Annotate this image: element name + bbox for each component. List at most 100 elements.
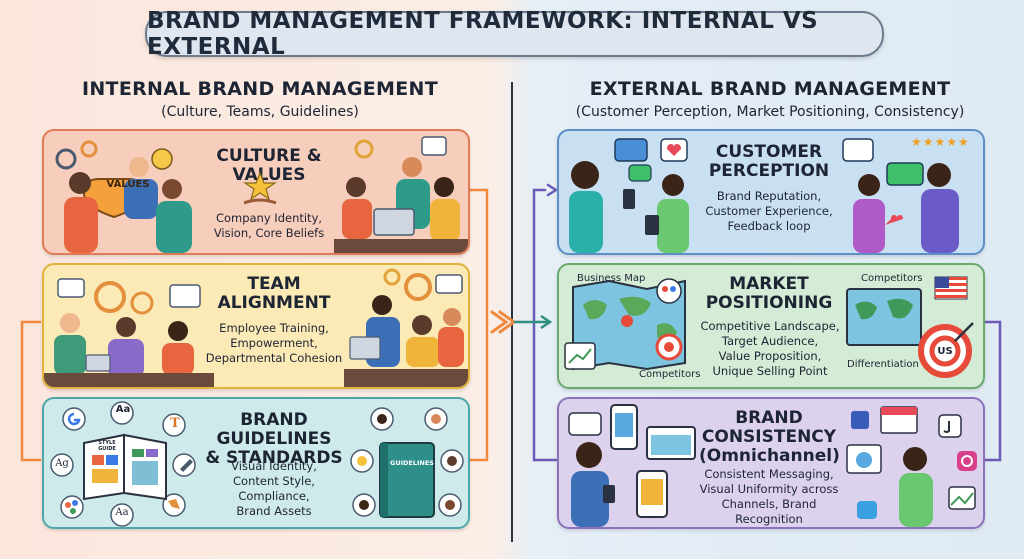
monitor-icon [350, 337, 380, 359]
typography-sample: Aa [114, 404, 132, 415]
panel-desc-market-positioning: Competitive Landscape, Target Audience, … [695, 319, 845, 379]
heart-icon [885, 215, 903, 225]
location-pin-icon [621, 315, 633, 327]
title-line: POSITIONING [699, 294, 839, 313]
desc-line: Consistent Messaging, [689, 467, 849, 482]
desc-line: Visual Identity, [204, 459, 344, 474]
rating-bubble-icon [887, 163, 923, 185]
chat-bubble-icon [615, 139, 647, 161]
gear-icon [57, 150, 75, 168]
desc-line: Compliance, [204, 489, 344, 504]
lightbulb-icon [385, 270, 399, 284]
chat-bubble-icon [569, 413, 601, 435]
panel-title-market-positioning: MARKET POSITIONING [699, 275, 839, 313]
flow-arrow-chevron [492, 312, 514, 332]
bar-chart-icon [170, 285, 200, 307]
chat-bubble-icon [629, 165, 651, 181]
desc-line: Brand Reputation, [699, 189, 839, 204]
desc-line: Competitive Landscape, [695, 319, 845, 334]
title-line: (Omnichannel) [699, 447, 839, 466]
panel-desc-customer-perception: Brand Reputation, Customer Experience, F… [699, 189, 839, 234]
panel-title-brand-consistency: BRAND CONSISTENCY (Omnichannel) [699, 409, 839, 466]
team-meeting-illustration [44, 265, 214, 387]
panel-brand-consistency: BRAND CONSISTENCY (Omnichannel) Consiste… [557, 397, 985, 529]
desc-line: Company Identity, [204, 211, 334, 226]
comment-icon [843, 139, 873, 161]
gear-icon [132, 293, 152, 313]
workspace-illustration [344, 265, 468, 387]
internal-left-flow-line [22, 322, 40, 460]
culture-team-illustration [44, 131, 204, 253]
chart-icon [436, 275, 462, 293]
facebook-icon [851, 411, 869, 429]
panel-title-team-alignment: TEAM ALIGNMENT [204, 275, 344, 313]
world-map-icon [847, 289, 921, 345]
external-flow-arrowhead [548, 185, 556, 195]
guidelines-book-icon [380, 443, 434, 517]
typography-sample: Ag [52, 458, 72, 469]
panel-team-alignment: TEAM ALIGNMENT Employee Training, Empowe… [42, 263, 470, 389]
panel-title-customer-perception: CUSTOMER PERCEPTION [699, 143, 839, 181]
desc-line: Unique Selling Point [695, 364, 845, 379]
title-line: ALIGNMENT [204, 294, 344, 313]
customers-illustration [559, 131, 709, 253]
desc-line: Brand Assets [204, 504, 344, 519]
office-team-illustration [334, 131, 468, 253]
gear-icon [406, 275, 430, 299]
smiley-emoji-icon [152, 149, 172, 169]
panel-desc-brand-guidelines: Visual Identity, Content Style, Complian… [204, 459, 344, 519]
chart-icon [422, 137, 446, 155]
style-guide-label: STYLE GUIDE [90, 440, 124, 452]
title-line: CUSTOMER [699, 143, 839, 162]
title-line: MARKET [699, 275, 839, 294]
desc-line: Channels, Brand Recognition [689, 497, 849, 527]
business-map-label: Business Map [577, 273, 657, 284]
color-palette-icon [61, 496, 83, 518]
desc-line: Visual Uniformity across [689, 482, 849, 497]
desc-line: Customer Experience, [699, 204, 839, 219]
desc-line: Employee Training, [204, 321, 344, 336]
pie-chart-icon [58, 279, 84, 297]
title-line: PERCEPTION [699, 162, 839, 181]
desc-line: Feedback loop [699, 219, 839, 234]
rating-stars: ★★★★★ [911, 135, 977, 149]
desc-line: Target Audience, [695, 334, 845, 349]
differentiation-label: Differentiation [847, 359, 927, 370]
image-gallery-icon [949, 487, 975, 509]
title-line: BRAND [699, 409, 839, 428]
panel-customer-perception: CUSTOMER PERCEPTION Brand Reputation, Cu… [557, 129, 985, 255]
social-channels-illustration [843, 399, 983, 527]
instagram-icon [957, 451, 977, 471]
guidelines-book-label: GUIDELINES [390, 459, 430, 467]
competitors-label-top: Competitors [861, 273, 931, 284]
panel-desc-culture-values: Company Identity, Vision, Core Beliefs [204, 211, 334, 241]
omnichannel-devices-illustration [559, 399, 709, 527]
gear-icon [82, 142, 96, 156]
typography-sample: T [167, 416, 183, 431]
desc-line: Content Style, [204, 474, 344, 489]
panel-desc-team-alignment: Employee Training, Empowerment, Departme… [204, 321, 344, 366]
panel-desc-brand-consistency: Consistent Messaging, Visual Uniformity … [689, 467, 849, 527]
lightbulb-icon [356, 141, 372, 157]
panel-brand-guidelines: STYLE GUIDE Aa T Ag Aa BRAND GUIDELINES … [42, 397, 470, 529]
smartphone-icon [623, 189, 635, 209]
gear-icon [96, 283, 124, 311]
desc-line: Empowerment, [204, 336, 344, 351]
desc-line: Departmental Cohesion [204, 351, 344, 366]
typography-sample: Aa [112, 507, 132, 518]
laptop-icon [374, 209, 414, 235]
title-line: TEAM [204, 275, 344, 294]
title-line: CONSISTENCY [699, 428, 839, 447]
laptop-icon [86, 355, 110, 371]
desc-line: Value Proposition, [695, 349, 845, 364]
values-badge-label: VALUES [96, 179, 160, 190]
smartphone-icon [645, 215, 659, 235]
internal-flow-line [467, 190, 487, 460]
reviewers-illustration [839, 131, 983, 253]
target-label: US [933, 346, 957, 357]
panel-market-positioning: Business Map Competitors MARKET POSITION… [557, 263, 985, 389]
desc-line: Vision, Core Beliefs [204, 226, 334, 241]
title-line: BRAND GUIDELINES [184, 411, 364, 449]
competitors-icon [657, 279, 681, 303]
star-hand-icon [240, 171, 280, 207]
